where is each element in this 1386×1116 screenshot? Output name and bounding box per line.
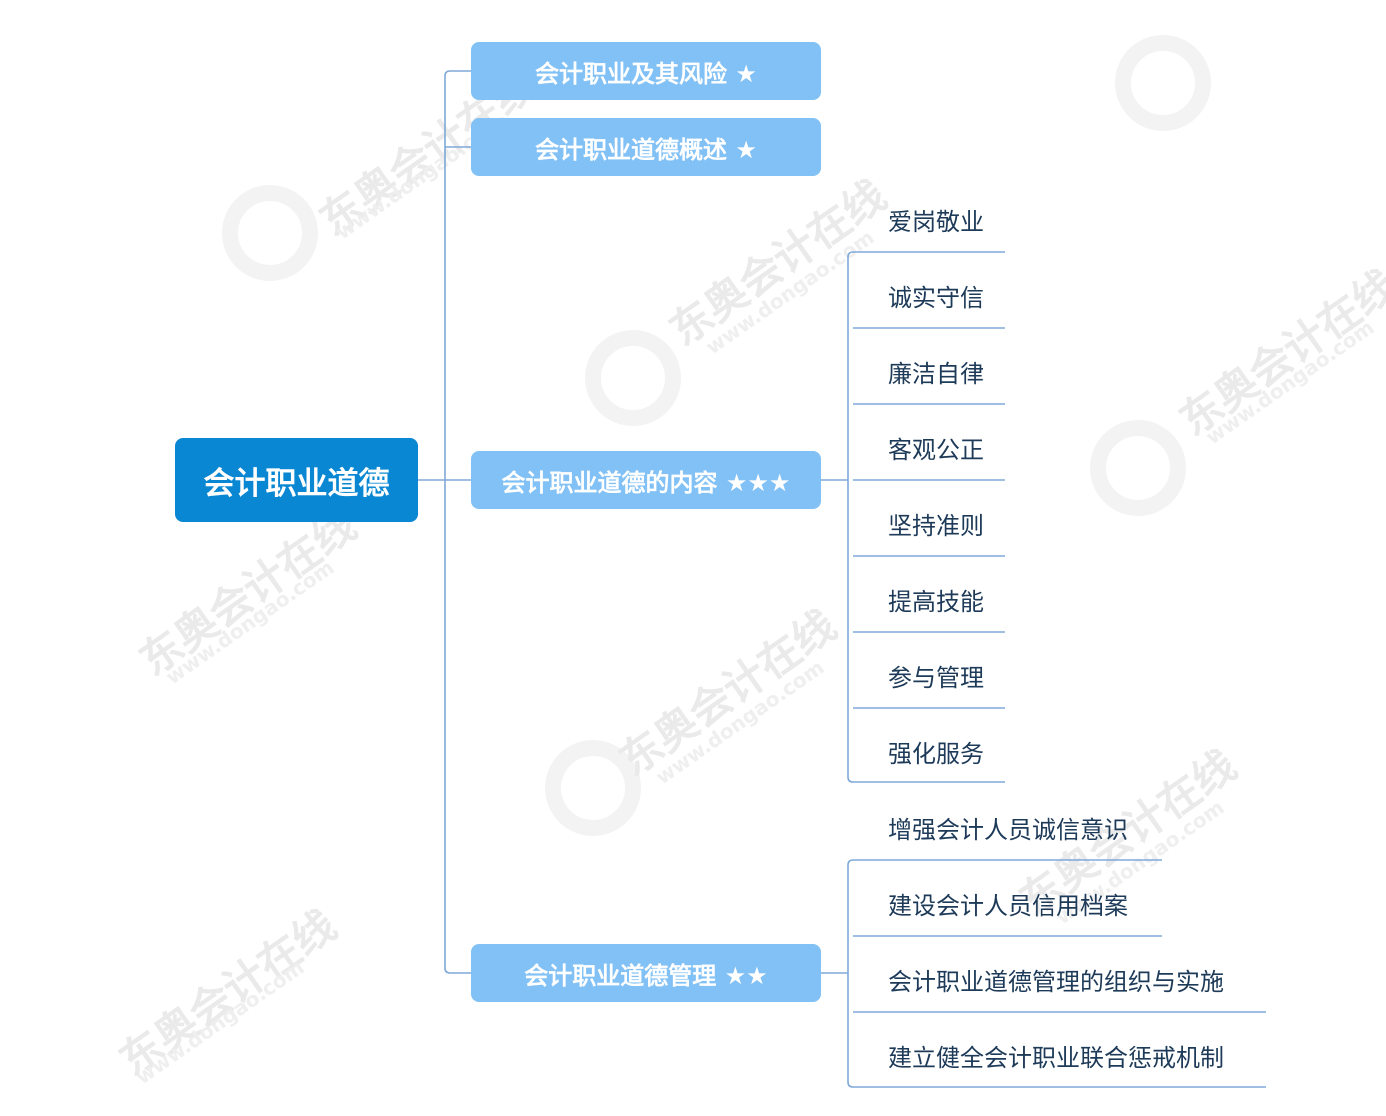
branch-risk[interactable]: 会计职业及其风险 ★	[471, 42, 821, 100]
branch-overview[interactable]: 会计职业道德概述 ★	[471, 118, 821, 176]
content-item[interactable]: 提高技能	[888, 588, 984, 616]
content-trunk	[847, 251, 854, 783]
branch-content[interactable]: 会计职业道德的内容 ★★★	[471, 451, 821, 509]
branch-management[interactable]: 会计职业道德管理 ★★	[471, 944, 821, 1002]
content-item[interactable]: 坚持准则	[888, 512, 984, 540]
content-item[interactable]: 廉洁自律	[888, 360, 984, 388]
content-item[interactable]: 爱岗敬业	[888, 208, 984, 236]
management-trunk	[847, 859, 854, 1088]
main-trunk	[444, 70, 471, 974]
management-item[interactable]: 会计职业道德管理的组织与实施	[888, 968, 1224, 996]
root-topic[interactable]: 会计职业道德	[175, 438, 418, 522]
content-item[interactable]: 参与管理	[888, 664, 984, 692]
content-item[interactable]: 诚实守信	[888, 284, 984, 312]
management-item[interactable]: 建立健全会计职业联合惩戒机制	[888, 1044, 1224, 1072]
content-item[interactable]: 强化服务	[888, 740, 984, 768]
management-item[interactable]: 建设会计人员信用档案	[888, 892, 1128, 920]
management-item[interactable]: 增强会计人员诚信意识	[888, 816, 1128, 844]
content-item[interactable]: 客观公正	[888, 436, 984, 464]
